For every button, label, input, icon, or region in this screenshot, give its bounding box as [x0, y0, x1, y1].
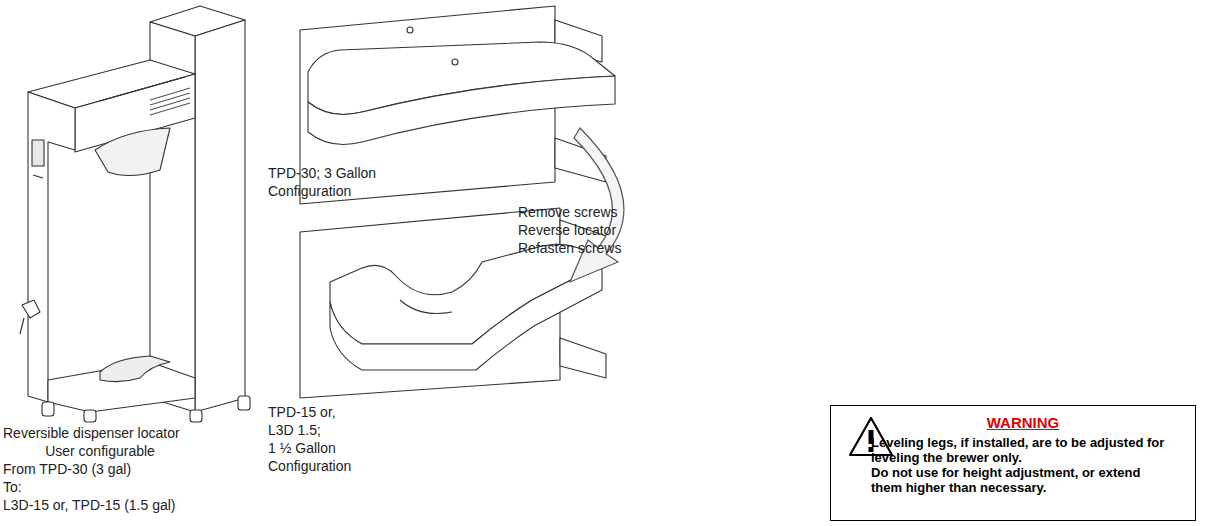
part-label: TPD-15 or, [268, 404, 336, 421]
control-panel [32, 140, 44, 166]
part-label: Remove screws [518, 204, 618, 221]
faucet-handle [20, 318, 24, 334]
leveling-leg [190, 410, 202, 422]
warning-box: WARNING Leveling legs, if installed, are … [830, 405, 1196, 521]
brewer-drawing [20, 6, 250, 422]
vent-grille [150, 88, 190, 115]
notch-edge [400, 300, 452, 314]
part-label: Refasten screws [518, 240, 621, 257]
leveling-leg [84, 410, 96, 422]
part-label: 1 ½ Gallon [268, 440, 336, 457]
leveling-leg [42, 402, 54, 416]
brew-funnel [95, 128, 170, 176]
part-label: From TPD-30 (3 gal) [3, 461, 131, 478]
lid-seam [100, 77, 185, 101]
part-label: Configuration [268, 183, 351, 200]
part-label: Reversible dispenser locator [3, 425, 180, 442]
warning-text: Leveling legs, if installed, are to be a… [871, 435, 1175, 465]
panel-detail [33, 175, 43, 178]
part-label: Configuration [268, 458, 351, 475]
leveling-leg [238, 396, 250, 410]
part-label: Reverse locator [518, 222, 616, 239]
part-label: L3D-15 or, TPD-15 (1.5 gal) [3, 497, 176, 514]
screw-hole [407, 27, 413, 33]
base-locator [100, 356, 170, 382]
part-label: User configurable [0, 443, 200, 460]
tower-side [195, 20, 245, 412]
screw-hole [452, 59, 458, 65]
part-label: L3D 1.5; [268, 422, 321, 439]
part-label: TPD-30; 3 Gallon [268, 165, 376, 182]
part-label: To: [3, 479, 22, 496]
locator-front [308, 76, 615, 144]
faucet [22, 300, 40, 318]
warning-text: Do not use for height adjustment, or ext… [871, 465, 1175, 495]
left-column [28, 92, 75, 402]
locator-front [330, 264, 602, 370]
warning-heading: WARNING [871, 414, 1175, 432]
plate-ear [560, 338, 606, 378]
